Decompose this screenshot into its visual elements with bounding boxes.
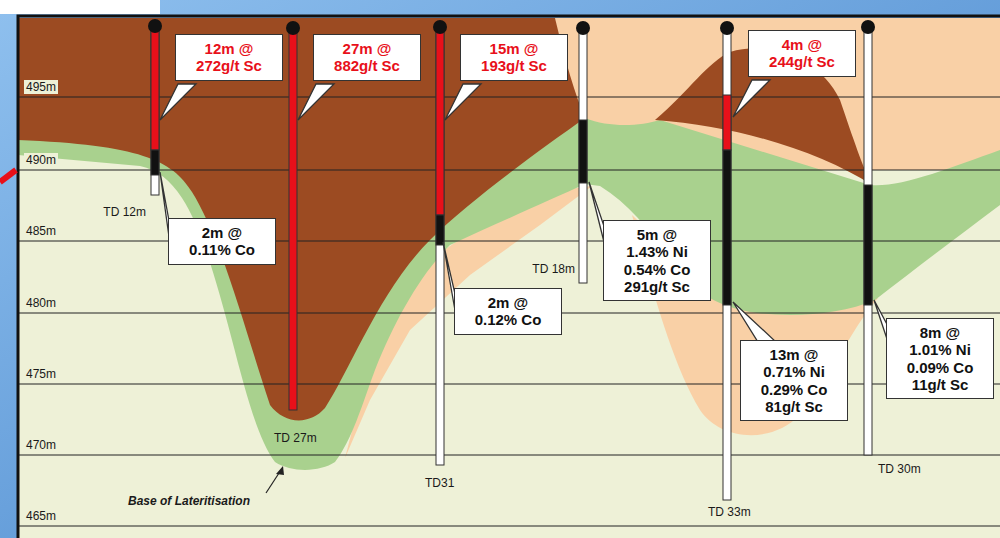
assay-text: 2m @ 0.11% Co xyxy=(181,224,263,259)
assay-text: 8m @ 1.01% Ni 0.09% Co 11g/t Sc xyxy=(899,324,981,393)
hole-depth-label: TD 30m xyxy=(878,462,921,476)
assay-text: 12m @ 272g/t Sc xyxy=(188,40,270,75)
elevation-label: 475m xyxy=(24,367,58,381)
assay-callout: 5m @ 1.43% Ni 0.54% Co 291g/t Sc xyxy=(603,220,711,301)
assay-text: 13m @ 0.71% Ni 0.29% Co 81g/t Sc xyxy=(753,346,835,415)
assay-text: 27m @ 882g/t Sc xyxy=(326,40,408,75)
assay-text: 2m @ 0.12% Co xyxy=(467,294,549,329)
elevation-label: 495m xyxy=(24,80,58,94)
elevation-label: 470m xyxy=(24,438,58,452)
assay-callout: 15m @ 193g/t Sc xyxy=(460,34,568,81)
hole-depth-label: TD31 xyxy=(425,476,454,490)
base-label: Base of Lateritisation xyxy=(128,494,250,508)
assay-callout: 4m @ 244g/t Sc xyxy=(748,30,856,77)
assay-callout: 2m @ 0.12% Co xyxy=(454,288,562,335)
elevation-label: 465m xyxy=(24,509,58,523)
elevation-label: 490m xyxy=(24,153,58,167)
assay-callout: 2m @ 0.11% Co xyxy=(168,218,276,265)
assay-text: 4m @ 244g/t Sc xyxy=(761,36,843,71)
assay-callout: 27m @ 882g/t Sc xyxy=(313,34,421,81)
assay-callout: 12m @ 272g/t Sc xyxy=(175,34,283,81)
assay-text: 15m @ 193g/t Sc xyxy=(473,40,555,75)
hole-depth-label: TD 33m xyxy=(708,505,751,519)
elevation-label: 485m xyxy=(24,224,58,238)
hole-depth-label: TD 12m xyxy=(103,205,146,219)
hole-depth-label: TD 27m xyxy=(274,431,317,445)
hole-depth-label: TD 18m xyxy=(532,262,575,276)
elevation-label: 480m xyxy=(24,296,58,310)
assay-callout: 13m @ 0.71% Ni 0.29% Co 81g/t Sc xyxy=(740,340,848,421)
assay-callout: 8m @ 1.01% Ni 0.09% Co 11g/t Sc xyxy=(886,318,994,399)
assay-text: 5m @ 1.43% Ni 0.54% Co 291g/t Sc xyxy=(616,226,698,295)
